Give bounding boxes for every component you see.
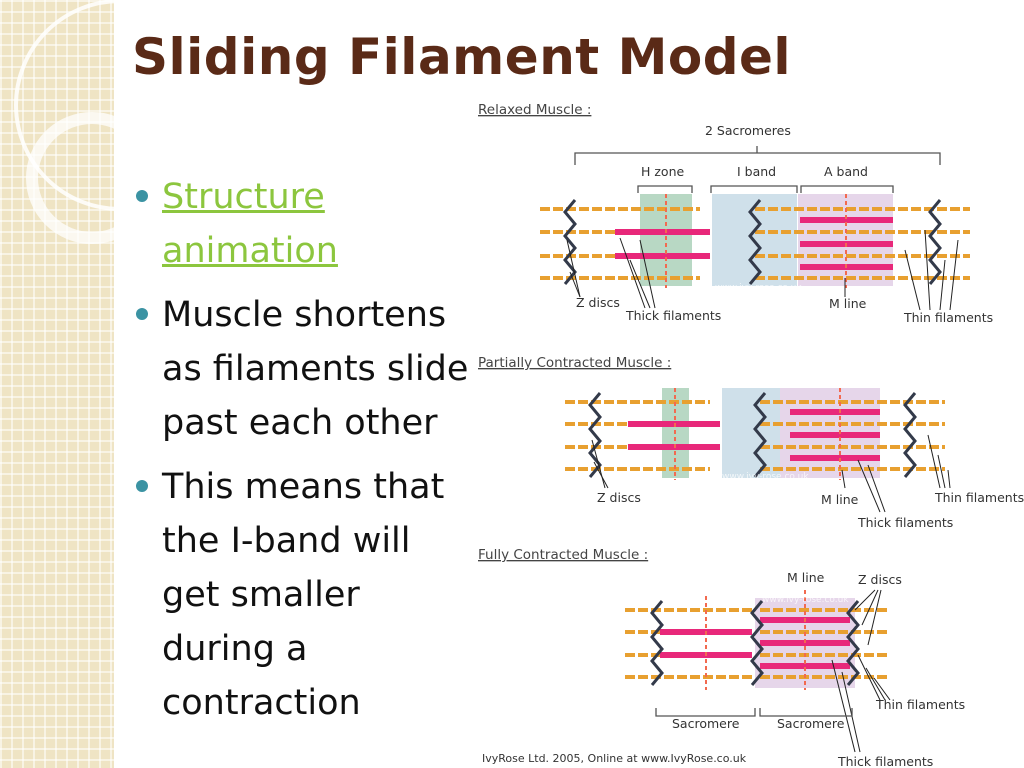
sarcomeres-bracket xyxy=(574,146,941,165)
decorative-rings xyxy=(14,0,200,244)
thin-filaments-label-relaxed: Thin filaments xyxy=(903,310,993,325)
i-band-shade-partial xyxy=(722,388,780,478)
bullet-item-structure-animation: Structure animation xyxy=(132,170,477,278)
z-discs-label-partial: Z discs xyxy=(597,490,641,505)
z-discs-label-full: Z discs xyxy=(858,572,902,587)
m-line-label-relaxed: M line xyxy=(829,296,867,311)
watermark-relaxed: www.ivy-rose.co.uk xyxy=(715,283,802,293)
bullet-dot-icon xyxy=(136,308,148,320)
i-band-label: I band xyxy=(737,164,776,179)
thick-filaments-label-partial: Thick filaments xyxy=(857,515,953,530)
credit-text: IvyRose Ltd. 2005, Online at www.IvyRose… xyxy=(482,752,747,765)
thick-filaments-label-full: Thick filaments xyxy=(837,754,933,768)
sarcomere-left-label: Sacromere xyxy=(672,716,740,731)
bullet-dot-icon xyxy=(136,190,148,202)
z-discs-label-relaxed: Z discs xyxy=(576,295,620,310)
bullet-item-i-band: This means that the I-band will get smal… xyxy=(132,460,477,730)
sarcomere-right-label: Sacromere xyxy=(777,716,845,731)
sarcomere-brackets-full xyxy=(655,708,853,717)
sarcomeres-label: 2 Sacromeres xyxy=(705,123,791,138)
leader-lines-partial xyxy=(591,434,951,513)
bullet-list: Structure animation Muscle shortens as f… xyxy=(132,170,477,740)
thick-filaments-label-relaxed: Thick filaments xyxy=(625,308,721,323)
slide-title: Sliding Filament Model xyxy=(132,28,792,86)
band-brackets xyxy=(637,185,894,193)
m-line-label-partial: M line xyxy=(821,492,859,507)
thin-filaments-label-full: Thin filaments xyxy=(875,697,965,712)
m-line-label-full: M line xyxy=(787,570,825,585)
full-heading: Fully Contracted Muscle : xyxy=(478,547,648,563)
bullet-text: This means that the I-band will get smal… xyxy=(162,467,445,723)
relaxed-heading: Relaxed Muscle : xyxy=(478,102,591,118)
bullet-dot-icon xyxy=(136,480,148,492)
leader-lines-relaxed xyxy=(566,229,959,311)
watermark-full: www.ivy-rose.co.uk xyxy=(762,595,849,605)
a-band-label: A band xyxy=(824,164,868,179)
bullet-text: Muscle shortens as filaments slide past … xyxy=(162,295,469,443)
h-zone-label: H zone xyxy=(641,164,685,179)
thin-filaments-label-partial: Thin filaments xyxy=(934,490,1024,505)
z-discs-full xyxy=(650,600,860,686)
structure-animation-link[interactable]: Structure animation xyxy=(162,177,338,271)
leader-lines-full xyxy=(831,589,891,753)
bullet-item-muscle-shortens: Muscle shortens as filaments slide past … xyxy=(132,288,477,450)
partial-heading: Partially Contracted Muscle : xyxy=(478,355,671,371)
watermark-partial: www.ivy-rose.co.uk xyxy=(722,472,809,482)
sliding-filament-diagram: Relaxed Muscle : 2 Sacromeres H zone I b… xyxy=(478,102,1024,768)
